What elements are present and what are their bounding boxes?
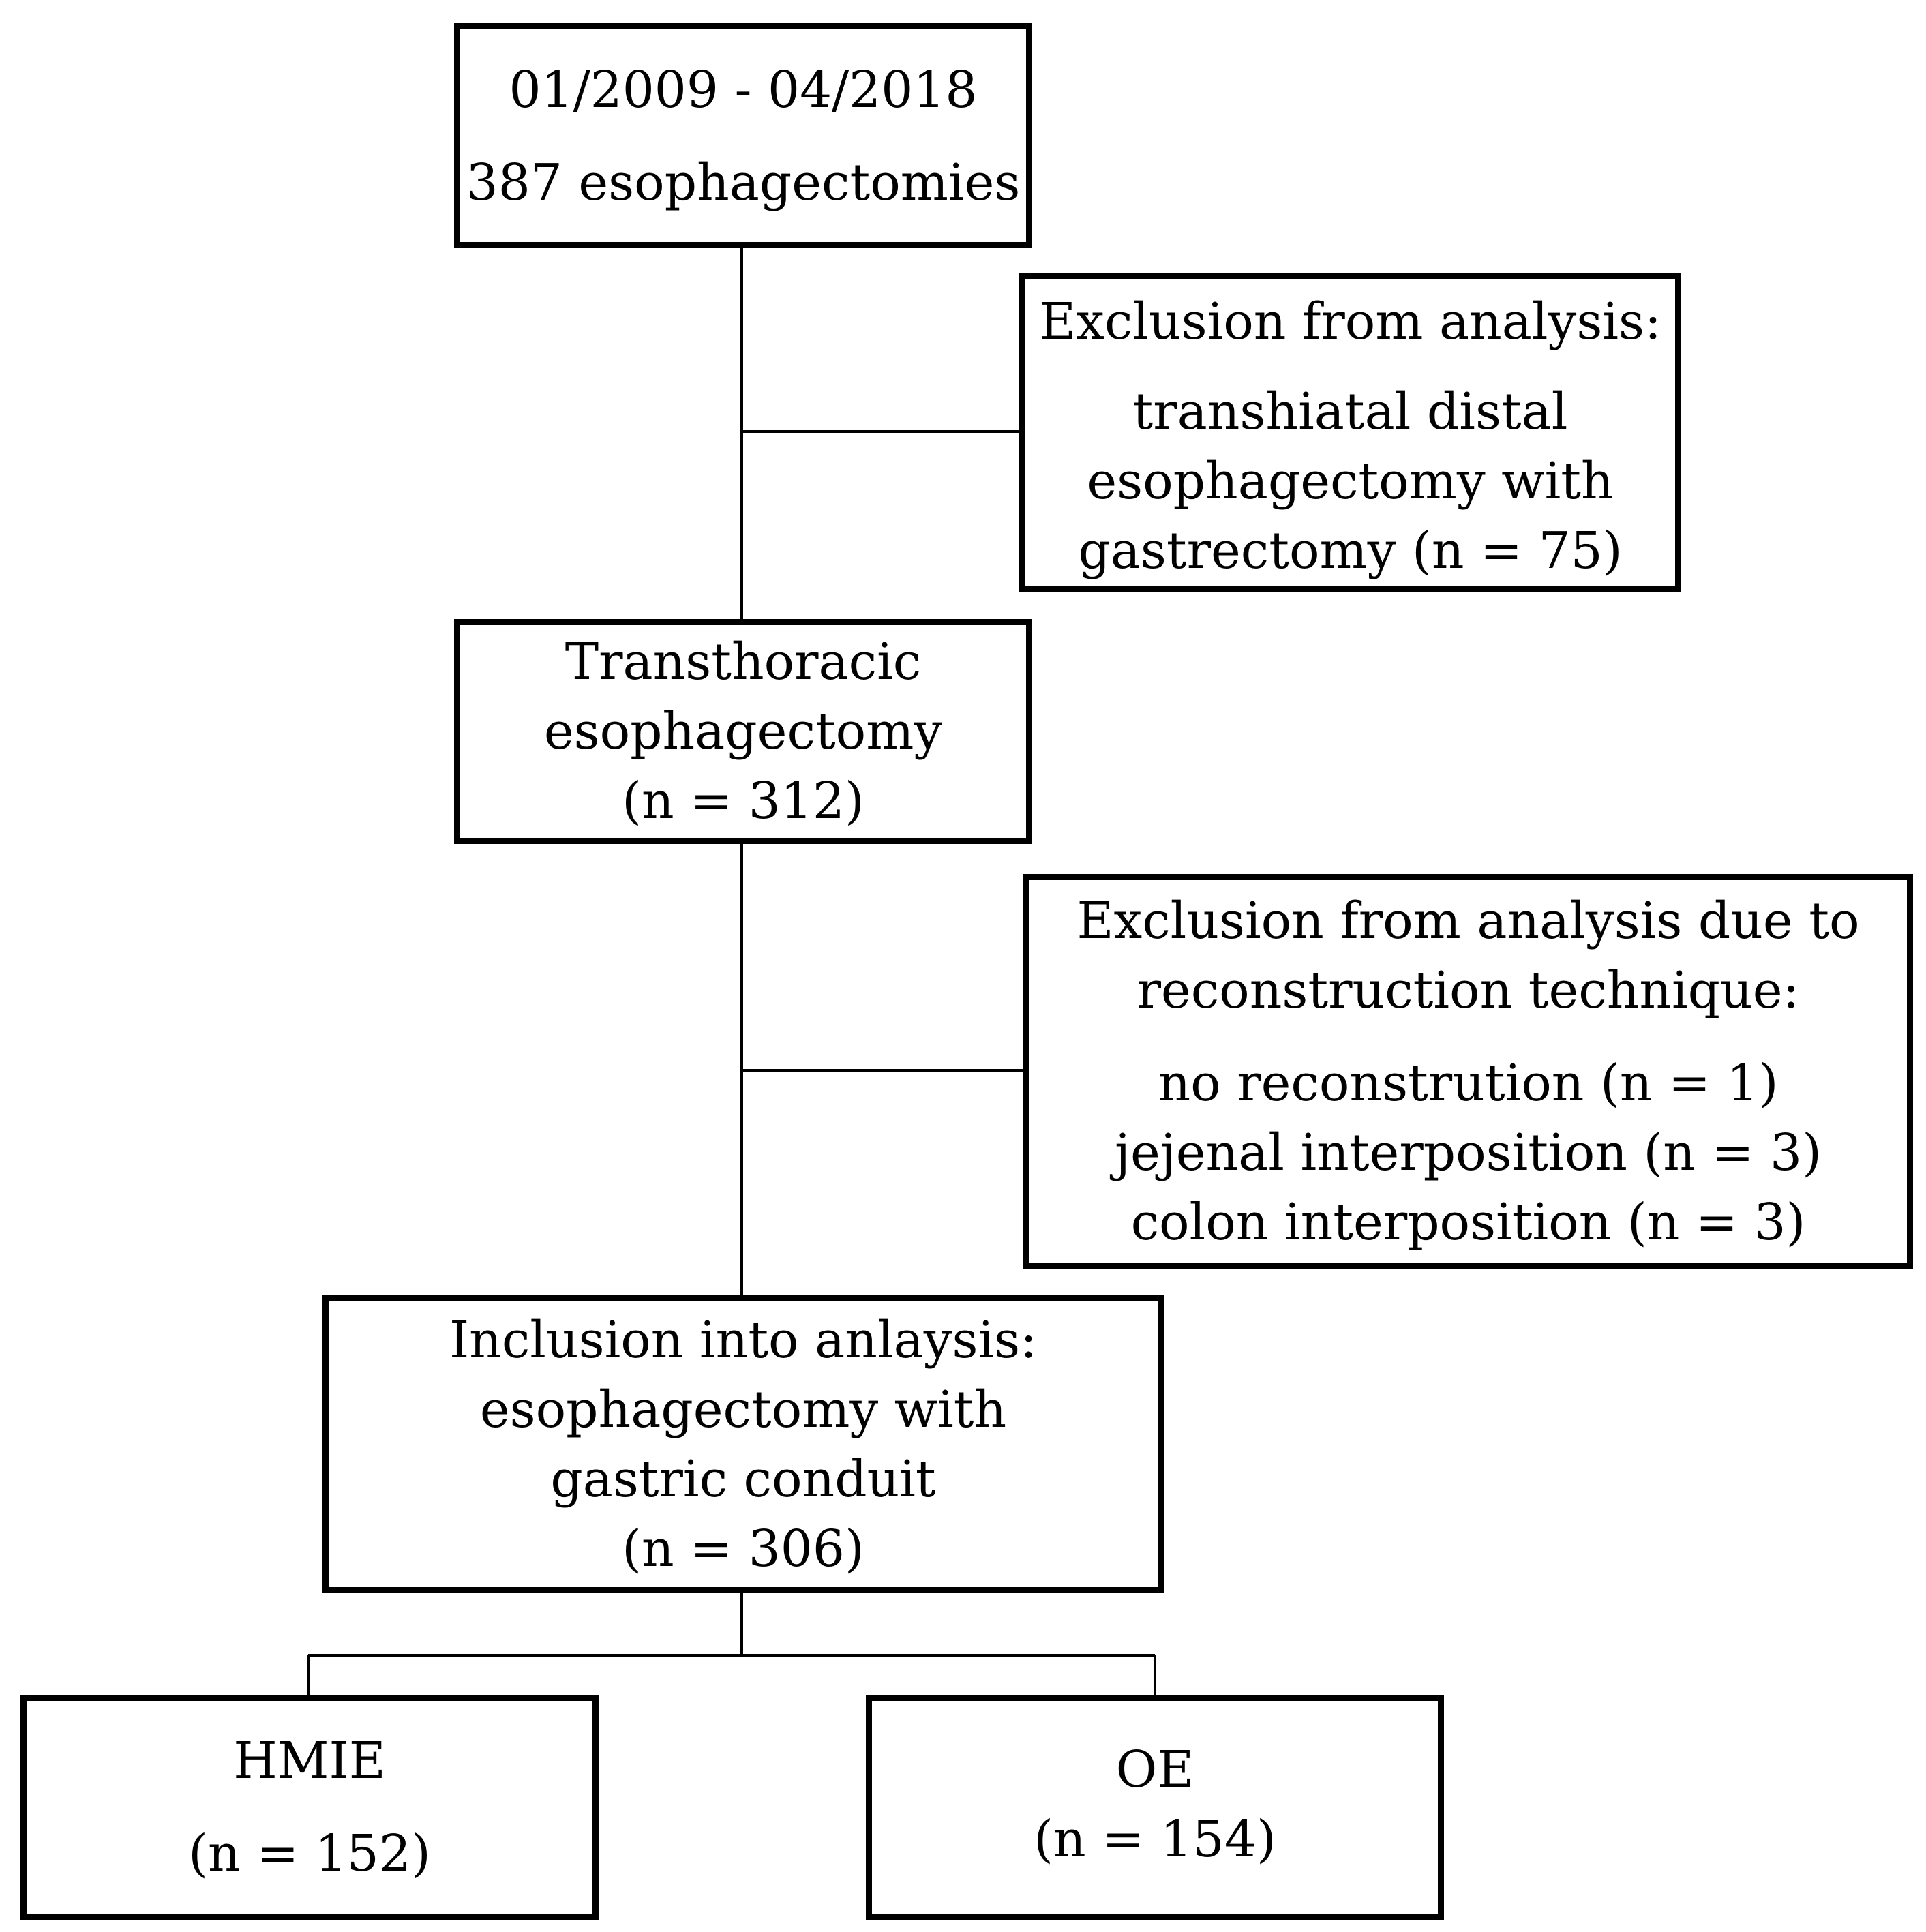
inclusion-line: gastric conduit — [550, 1449, 936, 1509]
oe-label: OE — [1115, 1740, 1194, 1799]
hmie-label: HMIE — [233, 1732, 386, 1790]
exclusion-2-line: no reconstrution (n = 1) — [1158, 1054, 1779, 1113]
box-inclusion: Inclusion into anlaysis: esophagectomy w… — [322, 1295, 1164, 1593]
box-hmie: HMIE (n = 152) — [20, 1695, 599, 1920]
exclusion-2-line: colon interposition (n = 3) — [1130, 1193, 1806, 1252]
box-exclusion-1: Exclusion from analysis: transhiatal dis… — [1019, 273, 1681, 592]
transthoracic-count: (n = 312) — [622, 772, 864, 830]
box-oe: OE (n = 154) — [866, 1695, 1444, 1920]
start-date-range: 01/2009 - 04/2018 — [509, 61, 978, 119]
exclusion-1-heading: Exclusion from analysis: — [1039, 292, 1661, 351]
hmie-count: (n = 152) — [188, 1824, 431, 1883]
exclusion-1-line: esophagectomy with — [1087, 452, 1614, 511]
box-exclusion-2: Exclusion from analysis due to reconstru… — [1023, 874, 1913, 1269]
exclusion-2-line: jejenal interposition (n = 3) — [1115, 1123, 1822, 1182]
inclusion-count: (n = 306) — [622, 1519, 864, 1578]
inclusion-line: Inclusion into anlaysis: — [449, 1310, 1038, 1370]
exclusion-1-line: gastrectomy (n = 75) — [1078, 522, 1623, 580]
oe-count: (n = 154) — [1034, 1810, 1276, 1869]
transthoracic-line: esophagectomy — [543, 702, 943, 761]
exclusion-2-heading: reconstruction technique: — [1137, 961, 1800, 1020]
exclusion-2-heading: Exclusion from analysis due to — [1077, 892, 1860, 950]
exclusion-1-line: transhiatal distal — [1132, 382, 1568, 441]
box-transthoracic: Transthoracic esophagectomy (n = 312) — [454, 619, 1032, 844]
inclusion-line: esophagectomy with — [479, 1380, 1007, 1439]
transthoracic-line: Transthoracic — [565, 633, 922, 691]
box-start: 01/2009 - 04/2018 387 esophagectomies — [454, 23, 1032, 248]
start-count: 387 esophagectomies — [466, 153, 1021, 212]
